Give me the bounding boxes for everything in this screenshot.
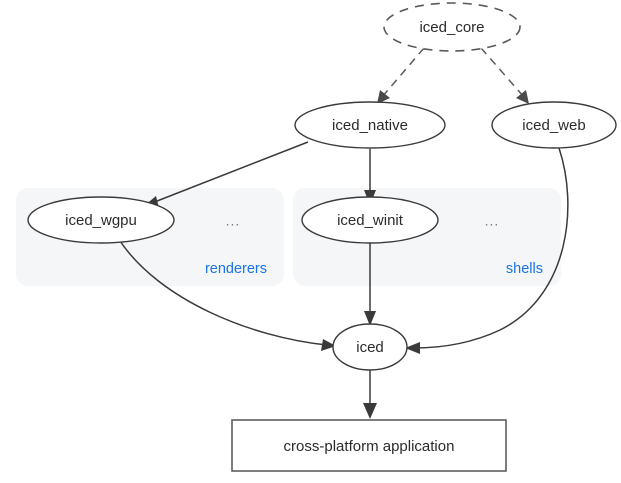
renderers-ellipsis: ...	[226, 213, 241, 229]
node-iced-wgpu-shape	[27, 196, 175, 244]
node-application-shape	[231, 419, 507, 472]
edge-web-to-iced	[405, 147, 569, 354]
node-iced-winit-shape	[301, 196, 439, 244]
node-iced-web-shape	[491, 101, 617, 149]
node-iced-label: iced	[356, 339, 384, 356]
node-iced-core-shape	[383, 2, 521, 52]
edge-wgpu-to-iced	[119, 240, 336, 351]
node-cross-platform-application[interactable]: cross-platform application	[231, 419, 507, 472]
node-iced-web[interactable]: iced_web	[491, 101, 617, 149]
edge-core-to-native	[377, 47, 425, 104]
node-iced-native-label: iced_native	[332, 117, 408, 134]
shells-ellipsis: ...	[485, 213, 500, 229]
node-iced-wgpu-label: iced_wgpu	[65, 212, 137, 229]
node-iced-core[interactable]: iced_core	[383, 2, 521, 52]
node-iced-core-label: iced_core	[419, 19, 484, 36]
node-application-label: cross-platform application	[284, 438, 455, 455]
node-iced-winit-label: iced_winit	[337, 212, 404, 229]
group-label-renderers: renderers	[205, 261, 267, 277]
node-iced-wgpu[interactable]: iced_wgpu	[27, 196, 175, 244]
edge-iced-to-application	[363, 370, 377, 419]
edge-winit-to-iced	[364, 243, 376, 326]
edge-core-to-web	[480, 47, 529, 104]
node-iced-native[interactable]: iced_native	[294, 101, 446, 149]
group-label-shells: shells	[506, 261, 543, 277]
node-iced-shape	[332, 323, 408, 371]
node-iced-native-shape	[294, 101, 446, 149]
node-iced-web-label: iced_web	[522, 117, 585, 134]
node-iced[interactable]: iced	[332, 323, 408, 371]
node-iced-winit[interactable]: iced_winit	[301, 196, 439, 244]
